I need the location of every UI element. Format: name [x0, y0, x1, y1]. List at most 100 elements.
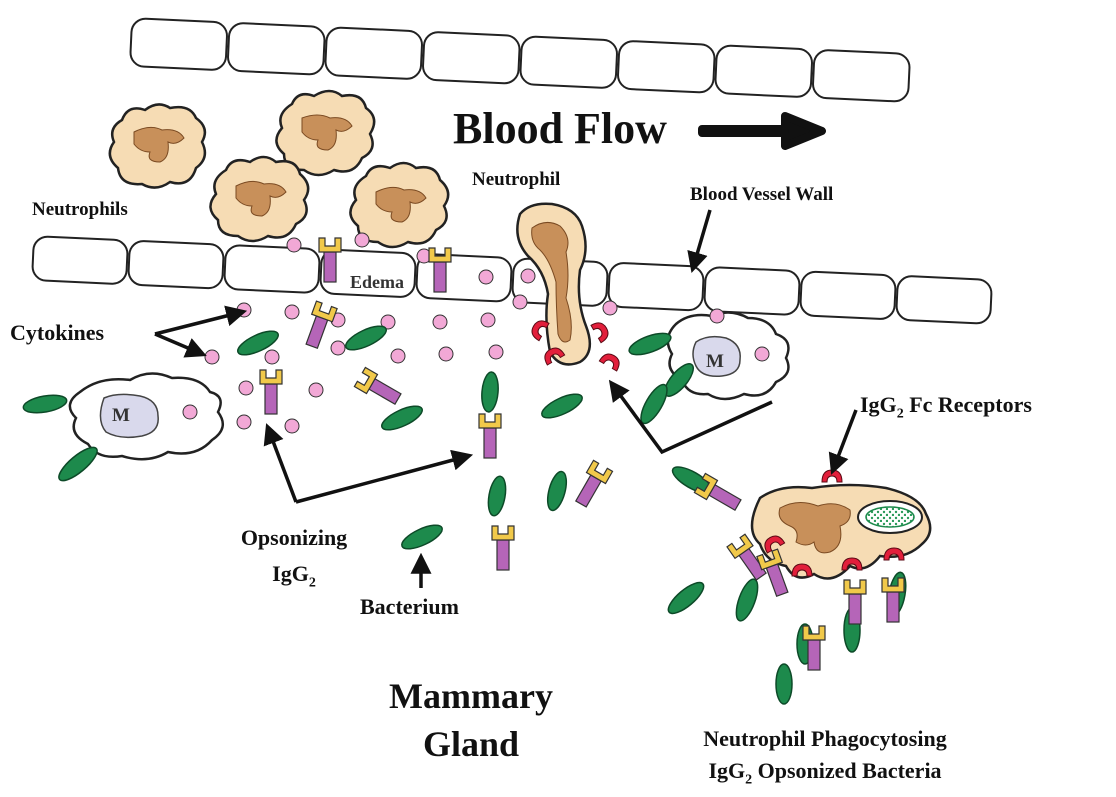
bacterium — [379, 401, 426, 434]
antibody-fc-stem — [808, 640, 820, 670]
fc-receptor — [822, 470, 842, 482]
cytokine — [489, 345, 503, 359]
arrow-cytokines-upper — [155, 312, 242, 334]
cytokine — [205, 350, 219, 364]
antibody-fab — [803, 626, 825, 640]
igg2-fc-receptors-prefix: IgG — [860, 392, 897, 417]
antibody-fc-stem — [709, 485, 741, 510]
phago-line2-prefix: IgG — [708, 758, 745, 783]
arrow-cytokines-lower — [155, 334, 202, 354]
arrow-opsonizing-left — [268, 428, 296, 502]
neutrophil-label: Neutrophil — [472, 170, 560, 189]
fc-receptor — [591, 319, 611, 342]
antibody-fc-stem — [497, 540, 509, 570]
fc-receptor-hook — [822, 470, 842, 482]
endothelial-cell — [715, 45, 813, 97]
antibody-fc-stem — [265, 384, 277, 414]
bacterium — [343, 321, 390, 354]
top-vessel-wall — [130, 18, 910, 102]
cytokine — [355, 233, 369, 247]
bacterium — [22, 392, 68, 415]
endothelial-cell — [812, 50, 910, 102]
cytokine — [285, 305, 299, 319]
macrophage-left — [70, 373, 223, 459]
edema-label: Edema — [350, 273, 404, 291]
bacterium-label: Bacterium — [360, 596, 459, 618]
cytokine — [433, 315, 447, 329]
cytokine — [237, 303, 251, 317]
macrophage-label-left: M — [112, 406, 130, 425]
endothelial-cell — [227, 23, 325, 75]
macrophage-label-right: M — [706, 352, 724, 371]
bacterium — [636, 381, 672, 427]
antibody-fab — [479, 414, 501, 428]
endothelial-cell — [224, 245, 320, 293]
antibody-fc-stem — [484, 428, 496, 458]
fc-receptor-hook — [599, 351, 622, 371]
phago-line2-suffix: Opsonized Bacteria — [752, 758, 941, 783]
cytokine — [513, 295, 527, 309]
cytokine — [285, 419, 299, 433]
arrow-opsonizing-right — [296, 456, 468, 502]
antibody-fc-stem — [369, 379, 401, 404]
igg2-antibody — [479, 414, 501, 458]
cytokine — [239, 381, 253, 395]
bacterium — [664, 578, 708, 619]
endothelial-cell — [422, 32, 520, 84]
arrow-blood-vessel-wall — [693, 210, 710, 268]
antibody-fab — [844, 580, 866, 594]
bacterium — [54, 442, 101, 485]
igg2-fc-receptors-sub: 2 — [897, 406, 904, 421]
opsonizing-line1: Opsonizing — [214, 524, 374, 552]
igg2-antibody — [571, 460, 612, 509]
bacterium — [486, 475, 509, 517]
arrow-fc-receptors-right — [833, 410, 856, 470]
antibody-fc-stem — [849, 594, 861, 624]
blood-vessel-wall — [32, 236, 992, 324]
fc-receptor-hook — [884, 548, 904, 560]
phago-line1: Neutrophil Phagocytosing — [640, 728, 1010, 750]
endothelial-cell — [704, 267, 800, 315]
igg2-antibody — [492, 526, 514, 570]
cytokine — [481, 313, 495, 327]
engulfed-bacterium — [866, 507, 914, 527]
antibody-fab — [319, 238, 341, 252]
igg2-antibody — [260, 370, 282, 414]
circulating-neutrophils — [110, 91, 448, 247]
cytokines-label: Cytokines — [10, 322, 104, 344]
cytokine — [331, 341, 345, 355]
phago-line2: IgG2 Opsonized Bacteria — [640, 760, 1010, 787]
neutrophils-label: Neutrophils — [32, 200, 128, 219]
opsonizing-line2: IgG2 — [214, 560, 374, 592]
antibody-fc-stem — [766, 564, 788, 596]
cytokine — [237, 415, 251, 429]
blood-vessel-wall-label: Blood Vessel Wall — [690, 185, 833, 204]
cytokine — [287, 238, 301, 252]
cytokine — [391, 349, 405, 363]
cytokine — [603, 301, 617, 315]
opsonizing-igg2-label: Opsonizing IgG2 — [214, 524, 374, 591]
mammary-gland-label: Mammary Gland — [366, 678, 576, 762]
cytokine — [521, 269, 535, 283]
cytokine — [710, 309, 724, 323]
antibody-fab — [260, 370, 282, 384]
bacterium — [732, 577, 762, 624]
fc-receptor-hook — [591, 319, 611, 342]
cytokine — [265, 350, 279, 364]
cytokine — [309, 383, 323, 397]
antibody-fc-stem — [324, 252, 336, 282]
antibody-fc-stem — [434, 262, 446, 292]
cytokine — [183, 405, 197, 419]
antibody-fc-stem — [306, 316, 328, 348]
blood-flow-label: Blood Flow — [453, 107, 667, 151]
endothelial-cell — [520, 36, 618, 88]
opsonizing-line2-prefix: IgG — [272, 561, 309, 586]
bacterium — [480, 371, 499, 412]
phagocytosing-label: Neutrophil Phagocytosing IgG2 Opsonized … — [640, 728, 1010, 787]
fc-receptor — [884, 548, 904, 560]
endothelial-cell — [128, 240, 224, 288]
igg2-antibody — [354, 367, 403, 408]
endothelial-cell — [130, 18, 228, 70]
mammary-line1: Mammary — [366, 678, 576, 714]
